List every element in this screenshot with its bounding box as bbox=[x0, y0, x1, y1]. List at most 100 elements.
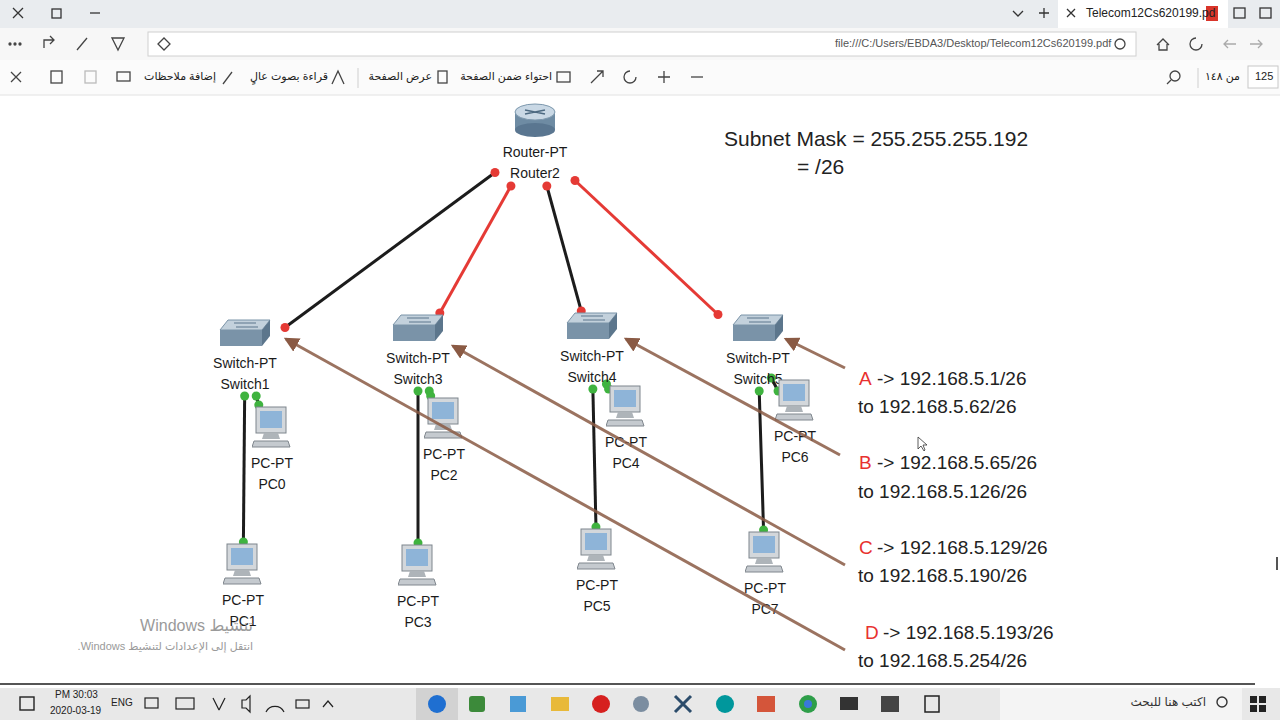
pc-node: PC-PT PC5 bbox=[565, 527, 629, 619]
leader-arrow bbox=[786, 339, 845, 368]
pc-keyboard bbox=[577, 563, 615, 569]
pc-icon bbox=[398, 543, 438, 587]
network-cable bbox=[243, 396, 244, 542]
switch-side bbox=[609, 313, 617, 339]
pc-stand bbox=[616, 412, 634, 418]
switch-side bbox=[435, 315, 443, 341]
subnet-note: Subnet Mask = 255.255.255.192 bbox=[724, 127, 1028, 151]
pc-stand bbox=[262, 433, 280, 439]
pc-screen bbox=[783, 384, 805, 401]
toolbar-divider bbox=[358, 68, 359, 88]
device-label: Switch-PT Switch3 bbox=[381, 348, 455, 390]
pc-screen bbox=[753, 536, 775, 553]
pc-monitor bbox=[402, 545, 432, 571]
pc-screen bbox=[432, 402, 454, 419]
switch-front bbox=[567, 323, 609, 339]
window-controls bbox=[13, 8, 1271, 18]
watermark: تنشيط Windows bbox=[140, 617, 253, 635]
device-label: Switch-PT Switch4 bbox=[555, 346, 629, 388]
pc-keyboard bbox=[252, 441, 290, 447]
device-label: PC-PT PC0 bbox=[244, 453, 300, 495]
address-range: C bbox=[859, 537, 873, 559]
address-range: A bbox=[859, 368, 872, 390]
pc-monitor bbox=[256, 407, 286, 433]
tab-bar bbox=[0, 0, 1280, 28]
port-light bbox=[542, 182, 551, 191]
address-range: -> 192.168.5.129/26 bbox=[877, 537, 1048, 559]
switch-arrows bbox=[234, 323, 258, 327]
pc-screen bbox=[231, 548, 253, 565]
pc-icon bbox=[252, 405, 292, 449]
network-cable bbox=[593, 389, 596, 527]
nav-icons bbox=[9, 36, 1262, 50]
pc-node: PC-PT PC3 bbox=[386, 543, 450, 635]
leader-arrow bbox=[453, 346, 845, 565]
router-icon bbox=[512, 100, 558, 140]
pc-monitor bbox=[581, 529, 611, 555]
port-light bbox=[281, 323, 290, 332]
page-edge bbox=[0, 683, 1255, 685]
pc-keyboard bbox=[223, 578, 261, 584]
subnet-note: = /26 bbox=[797, 155, 844, 179]
switch-node: Switch-PT Switch3 bbox=[378, 313, 458, 391]
ui-text: Telecom12Cs620199.pd bbox=[1086, 7, 1215, 21]
ui-text: احتواء ضمن الصفحة bbox=[460, 70, 552, 83]
switch-arrows bbox=[747, 318, 771, 322]
mouse-cursor bbox=[918, 437, 927, 451]
pdf-toolbar bbox=[0, 60, 1280, 95]
ui-text: file:///C:/Users/EBDA3/Desktop/Telecom12… bbox=[835, 37, 1111, 50]
router-base bbox=[515, 123, 555, 137]
switch-icon bbox=[391, 313, 445, 345]
pc-icon bbox=[223, 542, 263, 586]
pc-node: PC-PT PC2 bbox=[412, 396, 476, 488]
switch-icon bbox=[565, 311, 619, 343]
pc-keyboard bbox=[606, 420, 644, 426]
switch-top bbox=[567, 313, 617, 323]
pc-node: PC-PT PC7 bbox=[733, 530, 797, 622]
port-light bbox=[252, 392, 261, 401]
pc-monitor bbox=[779, 380, 809, 406]
taskbar-icons bbox=[20, 688, 1266, 720]
pc-stand bbox=[785, 406, 803, 412]
address-range: to 192.168.5.126/26 bbox=[858, 481, 1027, 503]
router-top bbox=[515, 104, 555, 120]
pc-stand bbox=[233, 570, 251, 576]
address-range: B bbox=[859, 452, 872, 474]
address-row bbox=[0, 28, 1280, 60]
address-range: D bbox=[865, 622, 879, 644]
address-range: -> 192.168.5.193/26 bbox=[883, 622, 1054, 644]
switch-front bbox=[733, 325, 775, 341]
port-light bbox=[755, 387, 764, 396]
port-light bbox=[491, 168, 500, 177]
switch-top bbox=[393, 315, 443, 325]
toolbar-icons bbox=[11, 71, 1180, 84]
ui-text: PM 30:03 bbox=[55, 689, 98, 701]
network-cable bbox=[417, 391, 420, 543]
switch-arrows bbox=[581, 316, 605, 320]
page-number-box bbox=[1248, 66, 1278, 88]
device-label: PC-PT PC4 bbox=[598, 432, 654, 474]
leader-arrow bbox=[286, 339, 845, 650]
switch-side bbox=[775, 315, 783, 341]
network-cable bbox=[285, 173, 495, 328]
address-range: to 192.168.5.254/26 bbox=[858, 650, 1027, 672]
pc-stand bbox=[587, 555, 605, 561]
switch-node: Switch-PT Switch1 bbox=[205, 318, 285, 396]
address-box bbox=[148, 32, 1136, 56]
switch-icon bbox=[218, 318, 272, 350]
port-light bbox=[571, 176, 580, 185]
device-label: PC-PT PC6 bbox=[767, 426, 823, 468]
ui-text: اكتب هنا للبحث bbox=[1130, 696, 1206, 710]
switch-front bbox=[220, 330, 262, 346]
address-range: -> 192.168.5.65/26 bbox=[877, 452, 1037, 474]
switch-top bbox=[220, 320, 270, 330]
device-label: PC-PT PC3 bbox=[390, 591, 446, 633]
device-label: PC-PT PC5 bbox=[569, 575, 625, 617]
network-cable bbox=[759, 391, 763, 530]
pc-keyboard bbox=[398, 579, 436, 585]
switch-top bbox=[733, 315, 783, 325]
address-range: to 192.168.5.62/26 bbox=[858, 396, 1016, 418]
